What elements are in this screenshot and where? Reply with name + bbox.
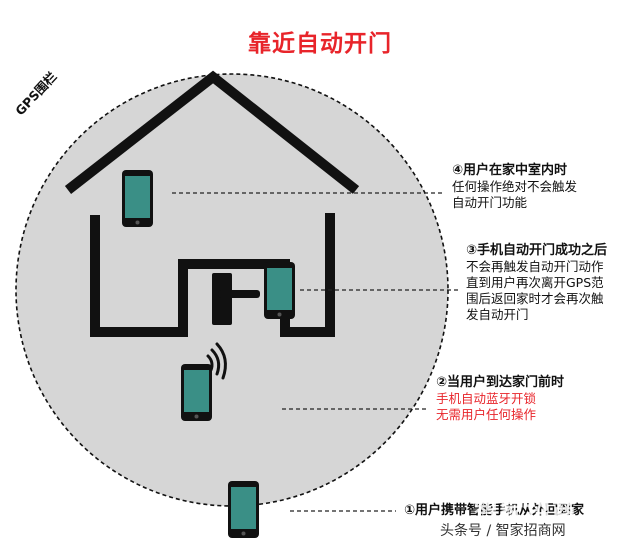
step-1-note: ①用户携带智能手机从外回到家 (404, 503, 584, 519)
step-3-line-4: 发自动开门 (466, 307, 529, 322)
step-2-note: ②当用户到达家门前时 手机自动蓝牙开锁 无需用户任何操作 (436, 375, 564, 423)
smartphone-icon (264, 262, 295, 319)
step-3-note: ③手机自动开门成功之后 不会再触发自动开门动作 直到用户再次离开GPS范 围后返… (466, 243, 607, 323)
smartphone-icon (228, 481, 259, 538)
step-4-line-1: 任何操作绝对不会触发 (452, 179, 578, 194)
smartphone-icon (122, 170, 153, 227)
step-2-line-1: 手机自动蓝牙开锁 (436, 391, 537, 406)
leader-lines (172, 192, 458, 512)
watermark-text: 智家招商 (474, 498, 578, 526)
step-1-heading: ①用户携带智能手机从外回到家 (404, 503, 585, 518)
bluetooth-signal-icon (206, 342, 227, 380)
step-3-line-2: 直到用户再次离开GPS范 (466, 275, 604, 290)
step-2-line-2: 无需用户任何操作 (436, 407, 537, 422)
step-4-line-2: 自动开门功能 (452, 195, 528, 210)
smartphone-icon (181, 364, 212, 421)
house-roof (64, 70, 360, 194)
source-credit: 头条号 / 智家招商网 (440, 523, 566, 539)
step-4-heading: ④用户在家中室内时 (452, 163, 568, 178)
door-lock-icon (212, 273, 260, 325)
step-4-note: ④用户在家中室内时 任何操作绝对不会触发 自动开门功能 (452, 163, 577, 211)
step-2-heading: ②当用户到达家门前时 (436, 375, 565, 390)
step-3-heading: ③手机自动开门成功之后 (466, 243, 608, 258)
diagram-title: 靠近自动开门 (248, 31, 392, 57)
step-3-line-1: 不会再触发自动开门动作 (466, 259, 604, 274)
house-walls (90, 213, 335, 337)
step-3-line-3: 围后返回家时才会再次触 (466, 291, 604, 306)
